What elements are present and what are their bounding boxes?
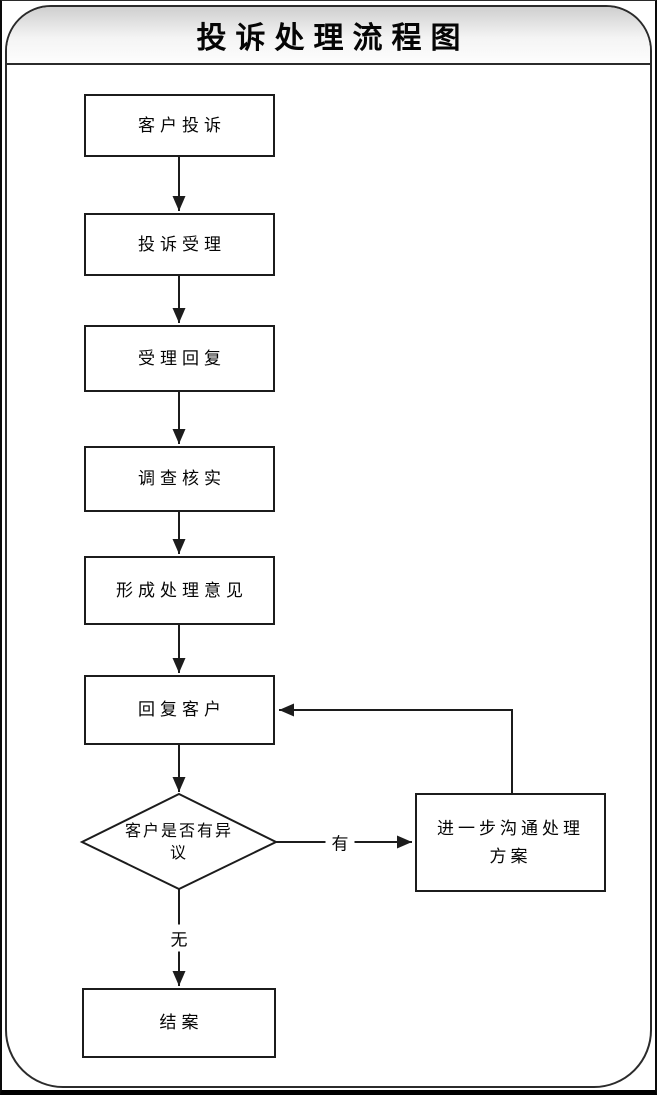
node-investigate-verify: 调查核实 <box>84 446 275 512</box>
decision-diamond-shape <box>79 792 279 891</box>
page-title: 投诉处理流程图 <box>196 22 470 55</box>
edge-label-yes: 有 <box>325 828 355 856</box>
node-label: 形成处理意见 <box>116 580 248 600</box>
node-label: 受理回复 <box>138 348 226 368</box>
node-acceptance-reply: 受理回复 <box>84 325 275 392</box>
rounded-frame: 投诉处理流程图 <box>5 5 652 1088</box>
node-further-communication: 进一步沟通处理方案 <box>415 793 606 892</box>
node-label: 结案 <box>159 1013 204 1032</box>
node-label: 回复客户 <box>138 700 226 719</box>
node-close-case: 结案 <box>82 988 276 1058</box>
node-label: 进一步沟通处理方案 <box>437 818 584 866</box>
edge-label-no: 无 <box>164 924 194 952</box>
node-complaint-acceptance: 投诉受理 <box>84 213 275 276</box>
title-band: 投诉处理流程图 <box>7 7 650 65</box>
node-customer-complaint: 客户投诉 <box>84 94 275 157</box>
node-reply-customer: 回复客户 <box>84 675 275 745</box>
node-label: 投诉受理 <box>138 234 226 254</box>
node-form-handling-opinion: 形成处理意见 <box>84 556 275 625</box>
node-label: 调查核实 <box>138 469 226 488</box>
node-label: 客户投诉 <box>138 115 226 135</box>
edge-feedback-loop <box>279 703 513 793</box>
decision-label: 客户是否有异议 <box>124 823 233 862</box>
